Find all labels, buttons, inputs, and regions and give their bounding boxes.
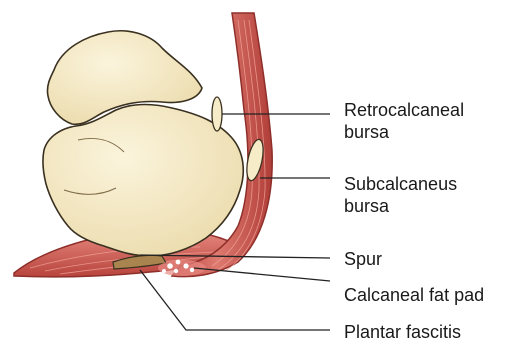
label-retrocalcaneal-line2: bursa [344,121,464,143]
label-plantar-fascitis: Plantar fascitis [344,321,461,343]
label-retrocalcaneal-line1: Retrocalcaneal [344,99,464,121]
label-subcalcaneus-line1: Subcalcaneus [344,173,457,195]
leader-plantar [140,270,330,330]
leader-fat-pad [194,268,330,281]
label-retrocalcaneal-bursa: Retrocalcaneal bursa [344,99,464,143]
retrocalcaneal-bursa [212,97,222,131]
label-subcalcaneus-bursa: Subcalcaneus bursa [344,173,457,217]
label-calcaneal-fat-pad: Calcaneal fat pad [344,284,484,306]
label-spur: Spur [344,248,382,270]
label-subcalcaneus-line2: bursa [344,195,457,217]
